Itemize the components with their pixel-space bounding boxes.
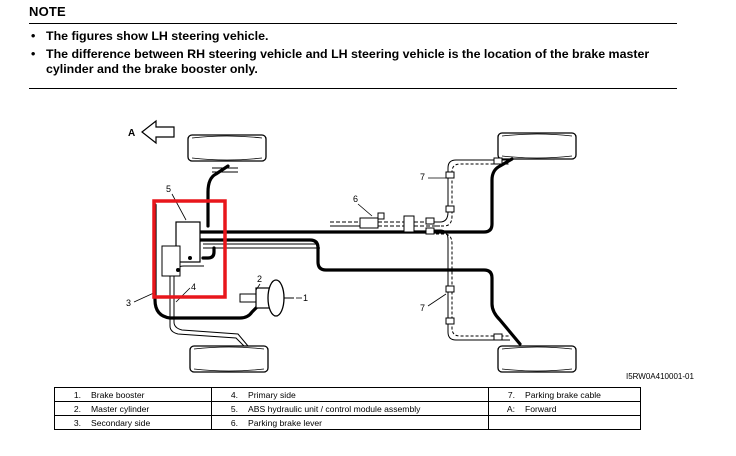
legend-text: Master cylinder [85,401,212,416]
legend-num: 4. [211,387,242,402]
legend-num: 2. [54,401,85,416]
legend-table: 1. Brake booster 4. Primary side 7. Park… [54,387,641,430]
note-bullet-text: The difference between RH steering vehic… [46,46,650,77]
legend-text: Primary side [242,387,489,402]
cable-equalizer [403,215,415,233]
front-right-wheel [189,345,269,373]
callout-7-bottom: 7 [420,303,425,313]
callout-4: 4 [191,282,196,292]
forward-arrow-label: A [128,128,135,139]
brake-booster-shape [267,279,285,317]
brake-lines-main [153,157,522,346]
legend-num: 3. [54,415,85,430]
callout-7-top: 7 [420,172,425,182]
legend-num: 6. [211,415,242,430]
legend-text: Parking brake cable [519,387,641,402]
legend-text: Brake booster [85,387,212,402]
callout-1: 1 [303,293,308,303]
note-bottom-rule [29,88,677,89]
abs-unit-lower-block [161,245,181,277]
note-bullet: •The figures show LH steering vehicle. [31,29,269,43]
forward-arrow-icon [141,119,175,145]
callout-5: 5 [166,184,171,194]
parking-brake-lever-shape [359,217,379,229]
legend-num [488,415,519,430]
connector-dot [188,256,192,260]
note-bullets: •The figures show LH steering vehicle. •… [29,29,679,80]
parking-brake-cables [330,159,510,341]
highlight-box [152,199,227,299]
note-bullet-text: The figures show LH steering vehicle. [46,29,269,43]
legend-num: 7. [488,387,519,402]
legend-text: Parking brake lever [242,415,489,430]
note-title: NOTE [29,4,66,19]
legend-text: Forward [519,401,641,416]
legend-num: A: [488,401,519,416]
cable-joint [425,217,435,225]
table-row: 1. Brake booster 4. Primary side 7. Park… [54,387,641,402]
figure-id: I5RW0A410001-01 [626,372,694,381]
callout-2: 2 [257,274,262,284]
note-bullet: •The difference between RH steering vehi… [31,46,650,77]
parking-brake-lever-knob [377,212,385,220]
legend-text: ABS hydraulic unit / control module asse… [242,401,489,416]
table-row: 2. Master cylinder 5. ABS hydraulic unit… [54,401,641,416]
callout-3: 3 [126,298,131,308]
cable-joint [425,227,435,235]
legend-num: 5. [211,401,242,416]
legend-text [519,415,641,430]
note-top-rule [29,23,677,24]
connector-dot [176,268,180,272]
callout-6: 6 [353,194,358,204]
table-row: 3. Secondary side 6. Parking brake lever [54,415,641,430]
front-left-wheel [187,134,267,162]
legend-text: Secondary side [85,415,212,430]
cable-clips [445,157,503,341]
rear-left-wheel [497,132,577,160]
rear-right-wheel [497,345,577,373]
legend-num: 1. [54,387,85,402]
